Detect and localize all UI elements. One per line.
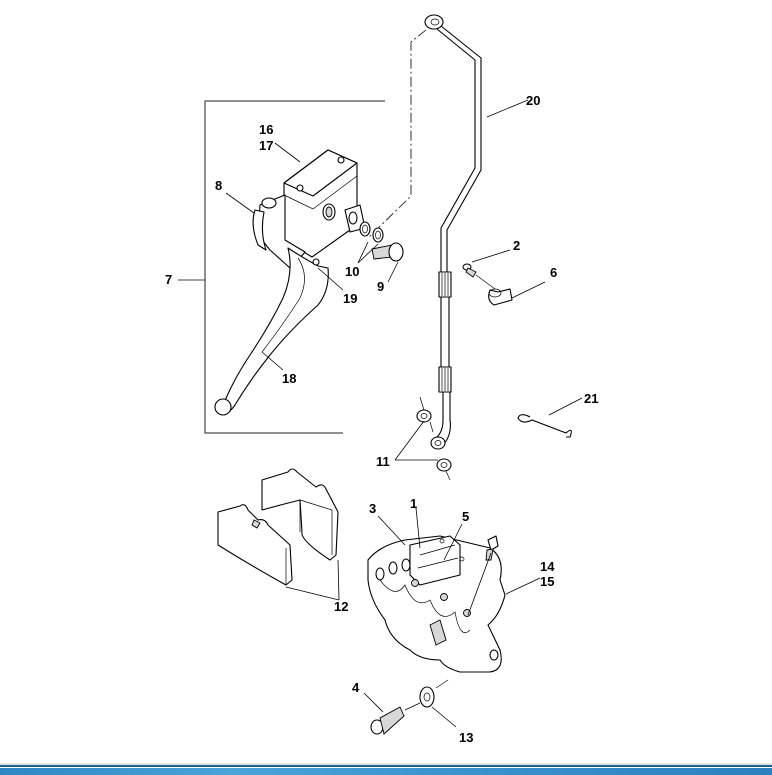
callout-5: 5 <box>462 509 469 524</box>
callout-9: 9 <box>377 279 384 294</box>
bottom-bar-highlight <box>0 763 772 765</box>
callout-16: 16 <box>259 122 273 137</box>
callout-20: 20 <box>526 93 540 108</box>
bottom-bar-dark-line <box>0 765 772 767</box>
brake-pads <box>217 468 339 586</box>
lower-washers <box>416 396 452 481</box>
callout-8: 8 <box>215 178 222 193</box>
bleeder-valve <box>485 535 499 561</box>
callout-6: 6 <box>550 265 557 280</box>
hose-clamp <box>462 263 513 306</box>
callout-3: 3 <box>369 501 376 516</box>
callout-4: 4 <box>352 680 360 695</box>
callout-12: 12 <box>334 599 348 614</box>
caliper-body <box>367 535 506 673</box>
brake-lever <box>214 247 329 416</box>
callout-18: 18 <box>282 371 296 386</box>
brake-hose <box>424 14 482 450</box>
bottom-border-bar <box>0 763 772 775</box>
assembly-bracket-7 <box>178 100 385 434</box>
retaining-clip <box>517 414 572 438</box>
callout-7: 7 <box>165 272 172 287</box>
hose-connection-guide <box>367 29 427 239</box>
callout-17: 17 <box>259 138 273 153</box>
leader-lines <box>225 99 583 728</box>
callout-10: 10 <box>345 264 359 279</box>
master-cylinder <box>252 149 366 269</box>
mount-bolt-and-washer <box>370 679 449 735</box>
bottom-bar-gradient <box>0 768 772 775</box>
upper-washers-and-bolt <box>359 221 404 262</box>
callout-labels: 16 17 8 20 7 10 9 19 18 2 6 21 11 12 3 1… <box>165 93 598 745</box>
callout-15: 15 <box>540 574 554 589</box>
callout-1: 1 <box>410 496 417 511</box>
callout-13: 13 <box>459 730 473 745</box>
callout-21: 21 <box>584 391 598 406</box>
callout-2: 2 <box>513 238 520 253</box>
callout-19: 19 <box>343 291 357 306</box>
callout-14: 14 <box>540 559 555 574</box>
callout-11: 11 <box>376 454 390 469</box>
